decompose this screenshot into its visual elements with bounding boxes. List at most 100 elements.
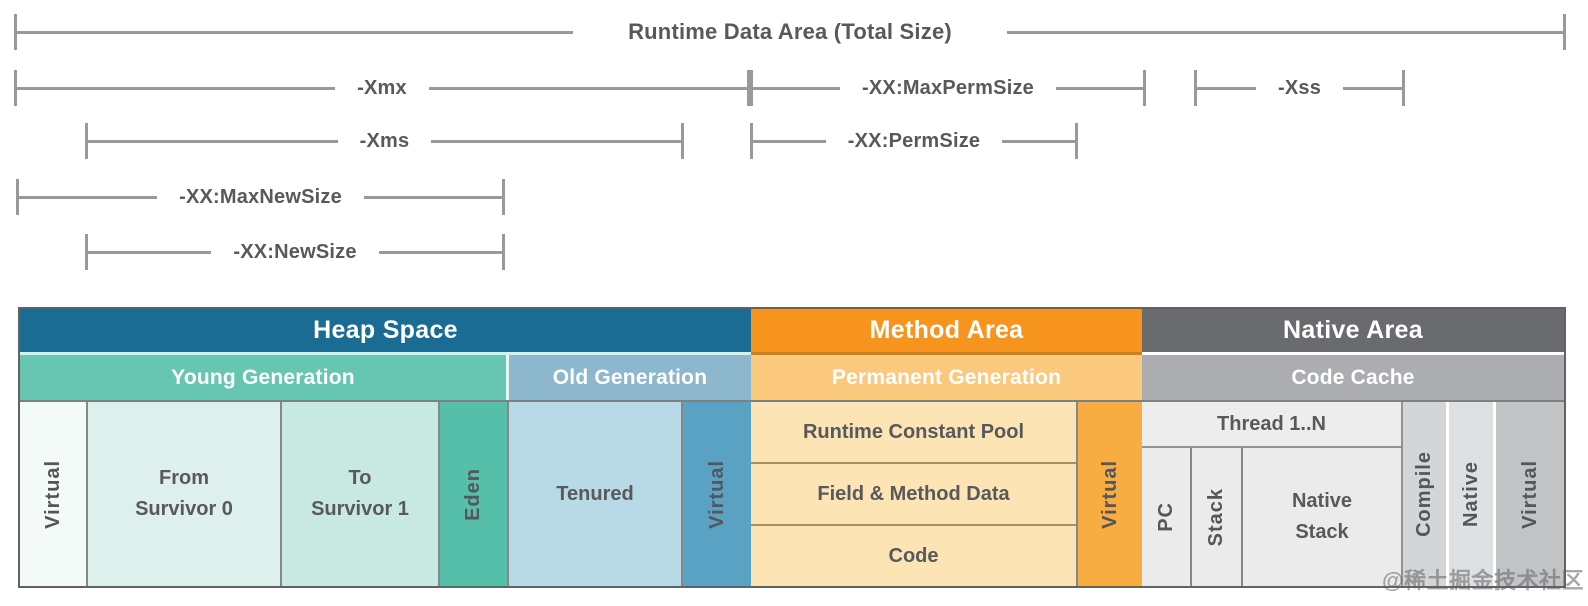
from-survivor-0-cell: From Survivor 0 [88, 402, 282, 586]
tenured-label: Tenured [556, 482, 634, 505]
method-area-section: Method Area Permanent Generation Runtime… [751, 309, 1142, 586]
code-cell: Code [751, 526, 1076, 586]
bracket-xss: -Xss [1194, 70, 1406, 106]
bracket-line [1006, 30, 1563, 34]
thread-label: Thread 1..N [1217, 412, 1326, 435]
bracket-tick [85, 234, 88, 270]
to-survivor-1-label: To Survivor 1 [311, 467, 409, 520]
watermark-text: @稀土掘金技术社区 [1382, 568, 1584, 593]
bracket-tick [16, 179, 19, 215]
code-cache-title: Code Cache [1291, 365, 1415, 389]
tenured-cell: Tenured [509, 402, 683, 586]
thread-header-cell: Thread 1..N [1142, 402, 1401, 448]
bracket-tick [750, 123, 753, 159]
bracket-tick [14, 14, 17, 50]
compile-label: Compile [1413, 451, 1435, 537]
heap-space-section: Heap Space Young Generation Old Generati… [20, 309, 751, 586]
permanent-generation-header: Permanent Generation [751, 355, 1142, 400]
native-virtual-label: Virtual [1518, 459, 1541, 529]
bracket-line [753, 139, 826, 143]
native-cell: Native [1449, 402, 1496, 586]
bracket-tick [1075, 123, 1079, 159]
xss-label: -Xss [1277, 76, 1322, 99]
bracket-tick [747, 70, 750, 106]
bracket-line [88, 139, 338, 143]
bracket-perm-size: -XX:PermSize [750, 123, 1079, 159]
bracket-line [19, 195, 158, 199]
compile-cell: Compile [1403, 402, 1449, 586]
bracket-max-perm-size: -XX:MaxPermSize [750, 70, 1146, 106]
heap-subheaders: Young Generation Old Generation [20, 355, 751, 400]
heap-virtual-right-cell: Virtual [683, 402, 751, 586]
permanent-generation-stack: Runtime Constant Pool Field & Method Dat… [751, 402, 1078, 586]
max-perm-size-label: -XX:MaxPermSize [862, 76, 1034, 99]
method-body: Runtime Constant Pool Field & Method Dat… [751, 400, 1142, 586]
eden-cell: Eden [440, 402, 509, 586]
heap-virtual-left-cell: Virtual [20, 402, 88, 586]
bracket-line [431, 139, 681, 143]
old-generation-header: Old Generation [509, 355, 751, 400]
native-body: Thread 1..N PC Stack Native Stack [1142, 400, 1564, 586]
bracket-line [17, 30, 574, 34]
stack-label: Stack [1205, 487, 1227, 547]
thread-group: Thread 1..N PC Stack Native Stack [1142, 402, 1403, 586]
method-subheaders: Permanent Generation [751, 355, 1142, 400]
heap-space-header: Heap Space [20, 309, 751, 355]
method-area-title: Method Area [869, 316, 1024, 344]
bracket-line [1343, 86, 1403, 90]
heap-virtual-left-label: Virtual [41, 459, 64, 529]
new-size-label: -XX:NewSize [233, 240, 357, 263]
stack-cell: Stack [1192, 448, 1243, 586]
bracket-line [753, 86, 841, 90]
code-label: Code [888, 544, 939, 567]
bracket-tick [502, 179, 506, 215]
bracket-max-new-size: -XX:MaxNewSize [16, 179, 506, 215]
from-survivor-0-label: From Survivor 0 [135, 467, 233, 520]
native-area-section: Native Area Code Cache Thread 1..N PC [1142, 309, 1564, 586]
runtime-constant-pool-cell: Runtime Constant Pool [751, 402, 1076, 464]
native-area-title: Native Area [1283, 316, 1423, 344]
method-area-header: Method Area [751, 309, 1142, 355]
xmx-label: -Xmx [357, 76, 407, 99]
young-generation-header: Young Generation [20, 355, 509, 400]
xms-label: -Xms [359, 129, 410, 152]
native-stack-cell: Native Stack [1243, 448, 1401, 586]
bracket-line [428, 86, 747, 90]
pc-cell: PC [1142, 448, 1192, 586]
native-virtual-cell: Virtual [1496, 402, 1564, 586]
native-stack-label: Native Stack [1291, 490, 1353, 543]
eden-label: Eden [462, 467, 484, 521]
code-cache-header: Code Cache [1142, 355, 1564, 400]
method-virtual-cell: Virtual [1078, 402, 1142, 586]
heap-virtual-right-label: Virtual [705, 459, 728, 529]
pc-label: PC [1154, 502, 1177, 532]
method-virtual-label: Virtual [1098, 459, 1121, 529]
bracket-xms: -Xms [85, 123, 684, 159]
bracket-line [1002, 139, 1076, 143]
bracket-line [1055, 86, 1143, 90]
heap-space-title: Heap Space [313, 316, 458, 344]
permanent-generation-title: Permanent Generation [831, 365, 1062, 389]
bracket-line [1197, 86, 1256, 90]
heap-body: Virtual From Survivor 0 To Survivor 1 Ed… [20, 400, 751, 586]
native-area-header: Native Area [1142, 309, 1564, 355]
young-generation-title: Young Generation [171, 365, 355, 389]
bracket-tick [85, 123, 88, 159]
max-new-size-label: -XX:MaxNewSize [179, 185, 342, 208]
native-label: Native [1459, 460, 1482, 528]
bracket-tick [502, 234, 505, 270]
bracket-xmx: -Xmx [14, 70, 750, 106]
field-method-data-label: Field & Method Data [817, 482, 1010, 505]
bracket-tick [14, 70, 17, 106]
bracket-tick [1402, 70, 1406, 106]
bracket-tick [750, 70, 753, 106]
perm-size-label: -XX:PermSize [847, 129, 981, 152]
runtime-constant-pool-label: Runtime Constant Pool [802, 420, 1025, 443]
bracket-tick [1143, 70, 1146, 106]
bracket-line [363, 195, 503, 199]
runtime-data-area-label: Runtime Data Area (Total Size) [628, 19, 952, 44]
bracket-new-size: -XX:NewSize [85, 234, 505, 270]
old-generation-title: Old Generation [552, 365, 708, 389]
bracket-line [17, 86, 336, 90]
